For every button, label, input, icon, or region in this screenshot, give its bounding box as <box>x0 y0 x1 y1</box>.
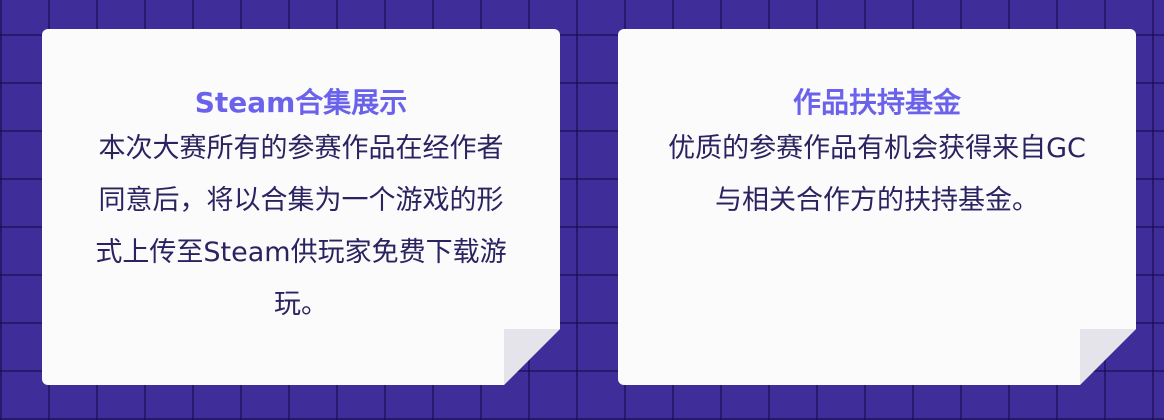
folded-corner <box>1080 329 1136 385</box>
support-fund-card: 作品扶持基金 优质的参赛作品有机会获得来自GC与相关合作方的扶持基金。 <box>618 29 1136 385</box>
card-title: 作品扶持基金 <box>792 86 961 119</box>
steam-collection-card: Steam合集展示 本次大赛所有的参赛作品在经作者同意后，将以合集为一个游戏的形… <box>42 29 560 385</box>
card-description: 优质的参赛作品有机会获得来自GC与相关合作方的扶持基金。 <box>668 133 1086 216</box>
card-title: Steam合集展示 <box>194 86 408 119</box>
card-description: 本次大赛所有的参赛作品在经作者同意后，将以合集为一个游戏的形式上传至Steam供… <box>95 133 507 320</box>
folded-corner <box>504 329 560 385</box>
